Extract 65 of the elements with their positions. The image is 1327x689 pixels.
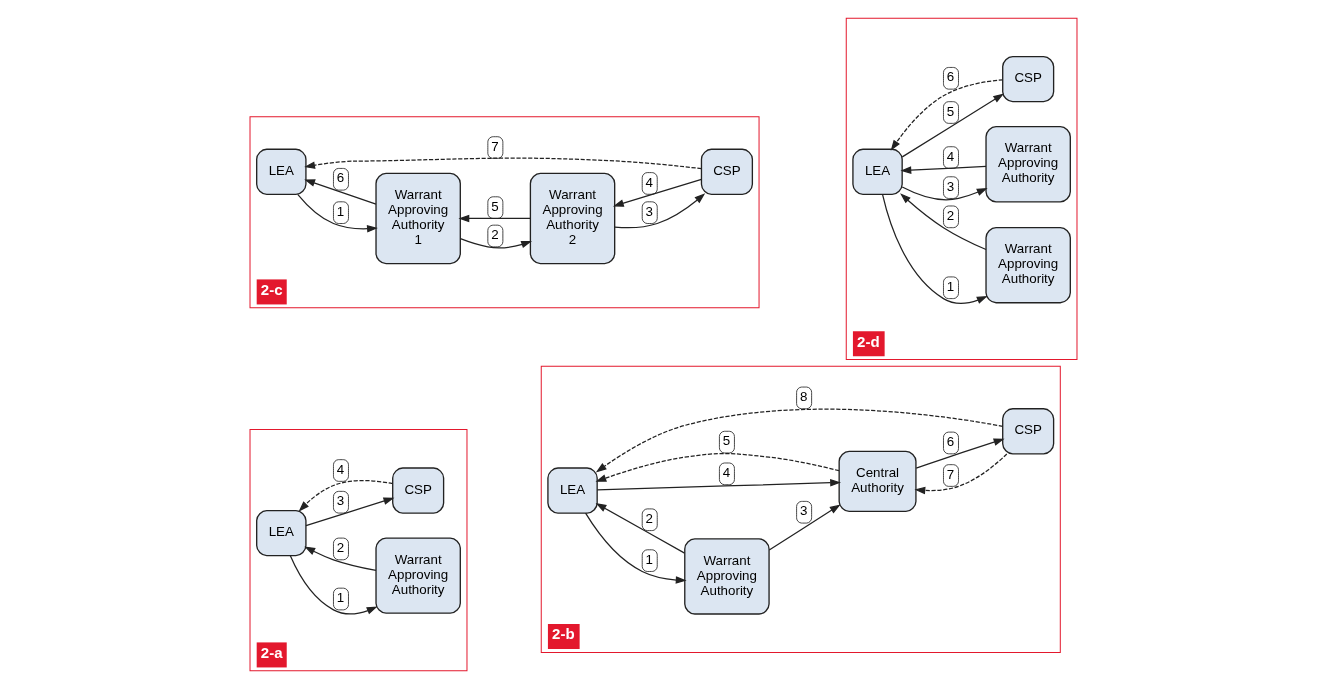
node-box: CSP [700, 148, 754, 195]
edge-label: 3 [799, 503, 808, 519]
edge-label: 4 [722, 465, 731, 481]
arrow [584, 512, 687, 584]
node-box: CSP [1002, 408, 1055, 455]
node-box: Warrant Approving Authority [985, 126, 1071, 203]
edge-label: 1 [946, 278, 955, 294]
edge-label: 1 [645, 551, 653, 567]
arrow [614, 193, 706, 229]
arrow [768, 504, 841, 551]
edge-label: 2 [336, 540, 345, 556]
edge-label: 4 [946, 148, 955, 164]
node-box: Warrant Approving Authority 1 [375, 172, 461, 265]
edge-label: 7 [946, 466, 955, 482]
arrow [890, 79, 1004, 151]
edge-label: 3 [946, 178, 955, 194]
edge-label: 7 [491, 138, 499, 154]
arrow [900, 165, 987, 174]
arrow [304, 546, 377, 571]
edge-label: 5 [946, 103, 955, 119]
node-box: Warrant Approving Authority 2 [529, 172, 616, 265]
node-box: Warrant Approving Authority [375, 537, 461, 614]
arrow [901, 186, 988, 201]
node-box: LEA [256, 509, 307, 557]
edge-label: 8 [799, 389, 808, 405]
arrow [595, 452, 840, 482]
node-box: Warrant Approving Authority [684, 538, 770, 615]
node-box: CSP [1002, 55, 1055, 103]
edge-label: 2 [491, 227, 499, 243]
edge-label: 2 [645, 510, 653, 526]
arrow [459, 237, 533, 249]
edge-label: 6 [336, 170, 345, 186]
arrow [298, 479, 394, 512]
node-box: Central Authority [838, 450, 917, 513]
node-box: LEA [256, 148, 307, 195]
edge-label: 4 [645, 174, 653, 190]
edge-label: 3 [645, 203, 653, 219]
arrow [595, 408, 1004, 473]
edge-label: 2 [946, 208, 955, 223]
edge-label: 1 [336, 590, 345, 606]
node-box: LEA [852, 148, 903, 195]
edge-label: 3 [336, 493, 345, 509]
arrow [596, 478, 842, 491]
arrow [612, 178, 703, 207]
node-box: LEA [547, 467, 598, 514]
arrow [915, 438, 1005, 469]
arrow [304, 157, 702, 170]
node-box: Warrant Approving Authority [985, 227, 1071, 304]
edge-label: 6 [946, 434, 955, 450]
edge-label: 4 [336, 461, 345, 477]
arrow [901, 93, 1005, 158]
arrow [297, 193, 378, 233]
edge-label: 5 [722, 433, 731, 449]
node-box: CSP [392, 467, 445, 514]
edge-label: 1 [336, 203, 345, 219]
arrow [914, 453, 1008, 495]
edge-label: 6 [946, 69, 955, 85]
arrow [289, 555, 378, 615]
arrow [458, 214, 531, 223]
arrow [305, 497, 395, 527]
arrow [595, 503, 686, 554]
edge-label: 5 [491, 198, 499, 214]
arrow [881, 193, 988, 304]
arrow [304, 179, 377, 205]
arrow [900, 193, 987, 251]
